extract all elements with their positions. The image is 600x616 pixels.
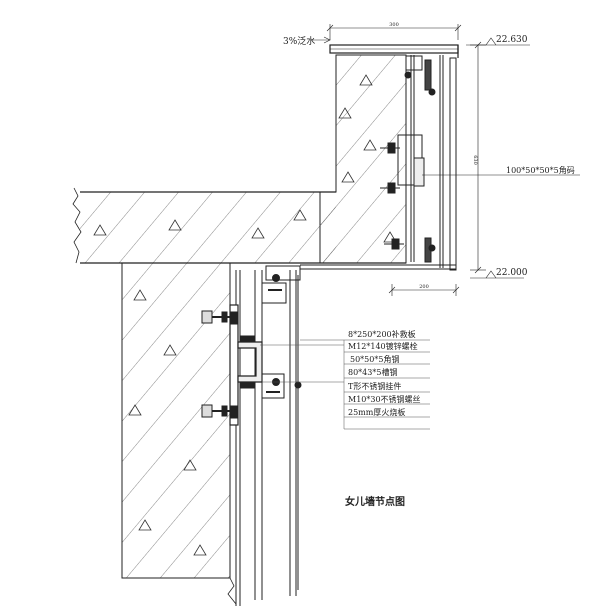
break-line-left	[72, 187, 82, 264]
legend-item: 8*250*200补救板	[348, 329, 416, 339]
legend-item: M12*140镀锌螺栓	[348, 341, 418, 351]
embedded-plate	[201, 304, 239, 426]
dim-bottom-width: 200	[419, 284, 429, 290]
cap-flashing	[329, 44, 459, 58]
drawing-title: 女儿墙节点图	[345, 495, 405, 508]
note-slope: 3%泛水	[283, 35, 315, 47]
dimension-lines	[312, 24, 530, 296]
concrete-aggregate-marks	[93, 74, 397, 556]
dim-height: 630	[472, 155, 478, 165]
legend-item: 25mm厚火烧板	[348, 407, 405, 417]
parapet-cladding	[300, 55, 457, 271]
legend-item: 80*43*5槽钢	[348, 367, 397, 377]
lower-wall-concrete	[121, 262, 231, 579]
channel-steel-and-hangers	[237, 335, 302, 399]
top-support-bracket	[261, 265, 301, 304]
legend-items: 8*250*200补救板 M12*140镀锌螺栓 50*50*5角钢 80*43…	[348, 329, 421, 417]
legend-item: M10*30不锈钢螺丝	[348, 394, 421, 404]
lower-cladding	[227, 270, 299, 606]
dim-top-width: 300	[389, 22, 399, 28]
elevation-bottom: 22.000	[496, 268, 528, 278]
callout-angle-code: 100*50*50*5角码	[506, 165, 575, 175]
parapet-anchor-bolts	[380, 71, 436, 252]
legend-item: T形不锈钢挂件	[348, 381, 401, 391]
legend-box	[260, 339, 430, 430]
legend-item: 50*50*5角钢	[350, 354, 399, 364]
elevation-top: 22.630	[496, 35, 528, 45]
